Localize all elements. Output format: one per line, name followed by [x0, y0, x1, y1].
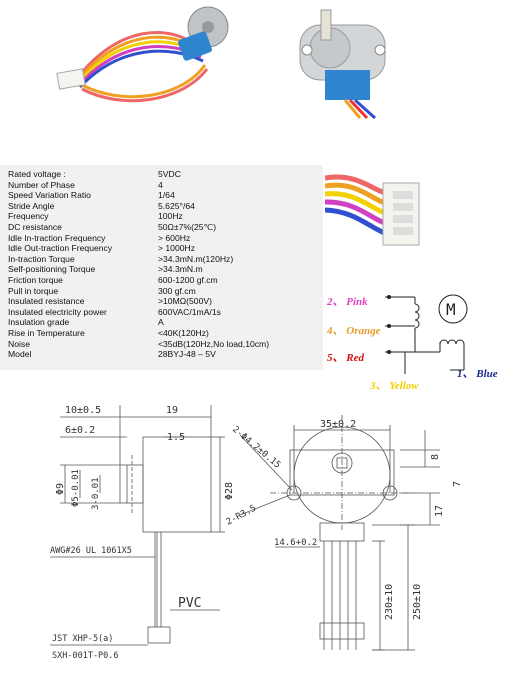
motor-photo-left	[56, 6, 229, 103]
dim-230: 230±10	[384, 584, 395, 620]
dim-phi9: Φ9	[55, 483, 66, 495]
spec-label: Insulation grade	[8, 317, 70, 328]
spec-value: >34.3mN.m(120Hz)	[158, 253, 234, 264]
wire-label-orange: 4、 Orange	[327, 325, 381, 337]
spec-value: 5.625°/64	[158, 200, 195, 211]
dim-35: 35±0.2	[320, 419, 356, 430]
motor-photo-right	[299, 9, 386, 120]
dim-1-5: 1.5	[167, 432, 185, 443]
dim-3: 3-0.01	[91, 477, 101, 510]
spec-label: Rise in Temperature	[8, 328, 85, 338]
spec-label: Stride Angle	[8, 200, 55, 211]
spec-value: 28BYJ-48 – 5V	[158, 349, 216, 360]
spec-value: A	[158, 317, 164, 328]
spec-value: > 1000Hz	[158, 243, 196, 254]
connector-photo	[325, 153, 420, 253]
spec-label: In-traction Torque	[8, 253, 75, 264]
dim-14-6: 14.6+0.2	[274, 538, 317, 548]
spec-value: <40K(120Hz)	[158, 328, 209, 338]
spec-value: 600-1200 gf.cm	[158, 275, 218, 285]
dim-250: 250±10	[412, 584, 423, 620]
spec-label: Noise	[8, 338, 30, 349]
awg-label: AWG#26 UL 1061X5	[50, 546, 132, 556]
dim-7: 7	[452, 481, 463, 487]
spec-label: Idle In-traction Frequency	[8, 232, 106, 243]
wire-label-blue: 1、 Blue	[457, 368, 498, 380]
spec-value: 1/64	[158, 190, 175, 201]
technical-drawing: 10±0.5 19 6±0.2 1.5 Φ9 Φ5-0.01 3-0.01 Φ2…	[50, 405, 463, 661]
spec-value: 5VDC	[158, 169, 181, 179]
spec-value: 4	[158, 179, 163, 190]
spec-value: >10MΩ(500V)	[158, 296, 212, 307]
spec-label: Insulated resistance	[8, 296, 85, 307]
spec-label: Insulated electricity power	[8, 306, 107, 317]
jst-label: JST XHP-5(a)	[52, 634, 113, 644]
spec-value: >34.3mN.m	[158, 264, 203, 275]
spec-label: Self-positioning Torque	[8, 264, 96, 275]
dim-6: 6±0.2	[65, 425, 95, 436]
spec-value: > 600Hz	[158, 232, 191, 243]
spec-value: 600VAC/1mA/1s	[158, 306, 221, 317]
spec-label: Speed Variation Ratio	[8, 190, 91, 201]
spec-label: Number of Phase	[8, 179, 75, 190]
dim-holes: 2-Φ4.2±0.15	[230, 425, 282, 471]
motor-symbol: M	[446, 300, 456, 319]
spec-label: Friction torque	[8, 275, 63, 285]
sxh-label: SXH-001T-P0.6	[52, 651, 119, 661]
spec-label: Rated voltage :	[8, 169, 66, 179]
dim-8: 8	[430, 454, 441, 460]
dim-phi5: Φ5-0.01	[71, 469, 81, 507]
dim-r35: 2-R3.5	[225, 504, 258, 528]
dim-10: 10±0.5	[65, 405, 101, 416]
wire-label-pink: 2、 Pink	[327, 296, 368, 308]
spec-label: Model	[8, 349, 32, 360]
spec-label: DC resistance	[8, 222, 62, 232]
spec-label: Pull in torque	[8, 285, 59, 296]
spec-label: Idle Out-traction Frequency	[8, 243, 113, 254]
pvc-label: PVC	[178, 596, 201, 611]
dim-19: 19	[166, 405, 178, 416]
wire-label-red: 5、 Red	[327, 352, 364, 364]
wire-label-yellow: 3、 Yellow	[370, 380, 419, 392]
spec-label: Frequency	[8, 211, 49, 222]
spec-value: 100Hz	[158, 211, 183, 222]
spec-value: 50Ω±7%(25℃)	[158, 222, 217, 232]
wiring-schematic: M	[385, 294, 468, 374]
dim-phi28: Φ28	[224, 482, 235, 500]
spec-value: 300 gf.cm	[158, 285, 196, 296]
spec-value: <35dB(120Hz,No load,10cm)	[158, 338, 270, 349]
dim-17: 17	[434, 505, 445, 517]
